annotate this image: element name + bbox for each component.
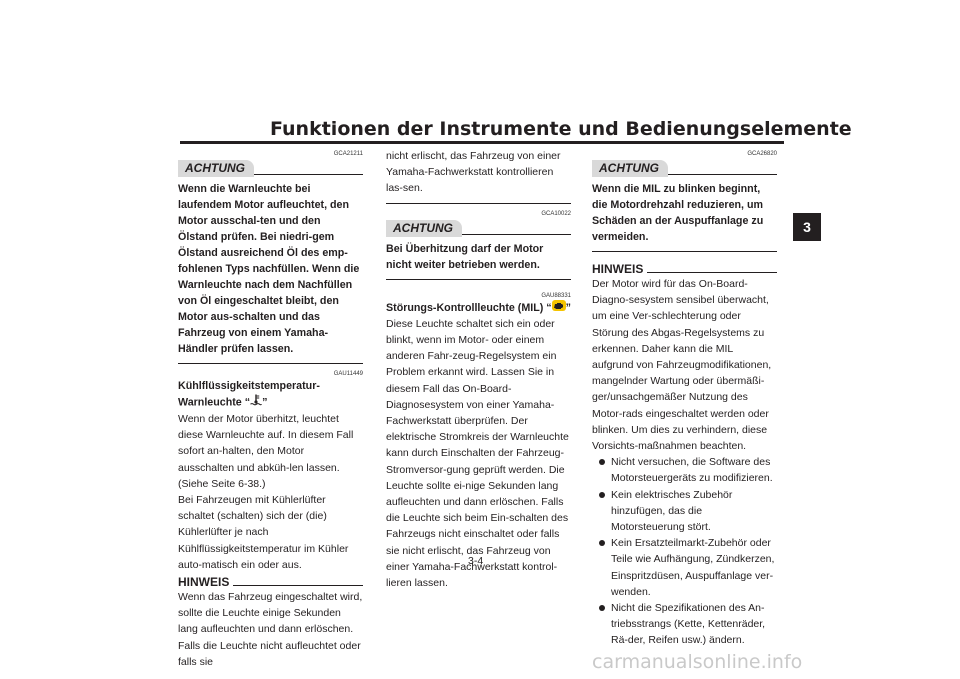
page-header-title: Funktionen der Instrumente und Bedienung… [270, 118, 852, 140]
hinweis-rule [233, 585, 363, 587]
hinweis-rule [647, 272, 777, 273]
coolant-body-fan: Bei Fahrzeugen mit Kühlerlüfter schaltet… [178, 494, 349, 571]
header-rule [180, 141, 784, 144]
achtung-rule [462, 233, 571, 235]
hinweis-box: HINWEIS [178, 575, 363, 589]
reference-code: GCA26820 [747, 151, 777, 157]
mil-body: Diese Leuchte schaltet sich ein oder bli… [386, 317, 569, 590]
coolant-temperature-icon [250, 394, 263, 411]
achtung-box: ACHTUNG [178, 160, 363, 177]
achtung-label: ACHTUNG [178, 160, 254, 177]
list-item-text: Nicht die Spezifikationen des An-triebss… [611, 602, 766, 647]
bullet-icon [599, 459, 605, 466]
hinweis-label: HINWEIS [592, 262, 644, 276]
achtung-rule [254, 174, 363, 175]
hinweis-text: Der Motor wird für das On-Board-Diagno-s… [592, 278, 772, 453]
column-1: GCA21211 ACHTUNG Wenn die Warnleuchte be… [178, 150, 363, 670]
list-item-text: Nicht versuchen, die Software des Motors… [611, 456, 773, 485]
list-item-text: Kein Ersatzteilmarkt-Zubehör oder Teile … [611, 537, 775, 598]
warning-end-rule [592, 251, 777, 252]
chapter-tab[interactable]: 3 [793, 213, 821, 241]
warning-text: Bei Überhitzung darf der Motor nicht wei… [386, 242, 544, 271]
column-3: GCA26820 ACHTUNG Wenn die MIL zu blinken… [592, 150, 777, 649]
heading-prefix: Warnleuchte “ [178, 396, 251, 409]
achtung-box: ACHTUNG [386, 219, 571, 237]
watermark: carmanualsonline.info [592, 651, 803, 673]
precaution-list: Nicht versuchen, die Software des Motors… [592, 454, 777, 648]
warning-end-rule [178, 363, 363, 364]
list-item: Kein Ersatzteilmarkt-Zubehör oder Teile … [592, 535, 777, 600]
continuation-text: nicht erlischt, das Fahrzeug von einer Y… [386, 150, 561, 195]
hinweis-label: HINWEIS [178, 575, 230, 590]
achtung-label: ACHTUNG [592, 160, 668, 177]
list-item: Nicht versuchen, die Software des Motors… [592, 454, 777, 486]
reference-code: GCA10022 [541, 210, 571, 217]
reference-code: GAU88331 [541, 292, 571, 299]
hinweis-text: Wenn das Fahrzeug eingeschaltet wird, so… [178, 591, 363, 668]
warning-text: Wenn die Warnleuchte bei laufendem Motor… [178, 183, 360, 355]
section-heading-mil: Störungs-Kontrollleuchte (MIL) “ ” [386, 299, 571, 316]
warning-text: Wenn die MIL zu blinken beginnt, die Mot… [592, 183, 764, 243]
warning-end-rule [386, 278, 571, 280]
reference-code: GAU11449 [333, 371, 363, 377]
bullet-icon [599, 540, 605, 547]
column-2: nicht erlischt, das Fahrzeug von einer Y… [386, 150, 571, 591]
list-item: Kein elektrisches Zubehör hinzufügen, da… [592, 487, 777, 536]
list-item-text: Kein elektrisches Zubehör hinzufügen, da… [611, 488, 733, 534]
achtung-label: ACHTUNG [386, 219, 462, 237]
page-number: 3-4 [468, 555, 484, 567]
hinweis-box: HINWEIS [592, 262, 777, 276]
section-heading-coolant: Kühlflüssigkeitstemperatur- Warnleuchte … [178, 378, 363, 411]
coolant-body: Wenn der Motor überhitzt, leuchtet diese… [178, 413, 354, 490]
list-item: Nicht die Spezifikationen des An-triebss… [592, 600, 777, 649]
bullet-icon [599, 491, 605, 498]
heading-prefix: Störungs-Kontrollleuchte (MIL) “ [386, 301, 552, 314]
heading-suffix: ” [565, 301, 571, 314]
achtung-rule [668, 174, 777, 175]
achtung-box: ACHTUNG [592, 160, 777, 177]
reference-code: GCA21211 [333, 151, 363, 157]
engine-check-icon [551, 299, 566, 316]
heading-line-1: Kühlflüssigkeitstemperatur- [178, 380, 320, 392]
bullet-icon [599, 605, 605, 612]
heading-suffix: ” [262, 396, 268, 409]
hinweis-end-rule [386, 202, 571, 204]
